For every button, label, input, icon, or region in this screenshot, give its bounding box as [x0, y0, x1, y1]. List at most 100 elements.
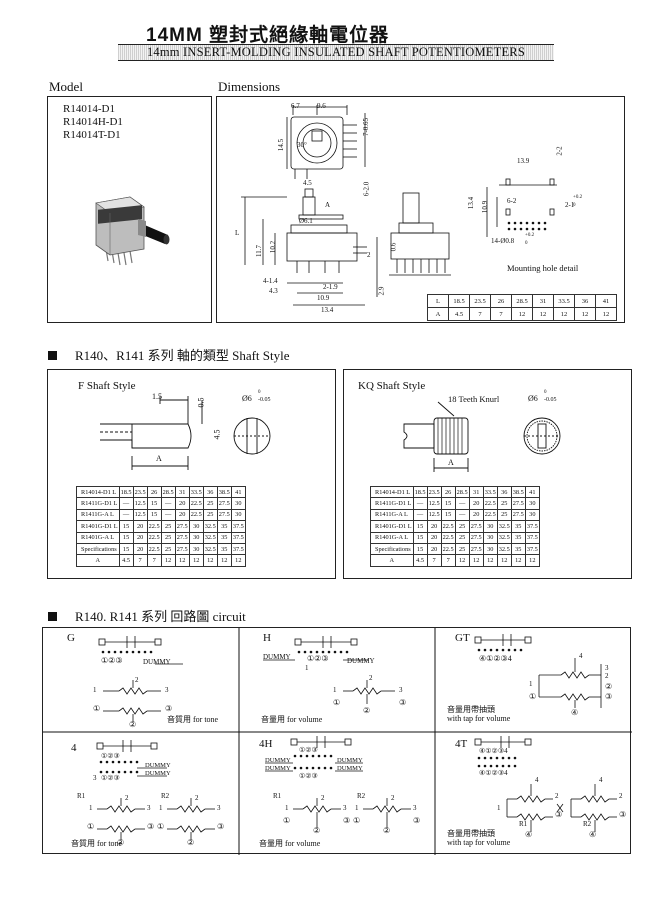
- table-cell: 7: [146, 554, 162, 567]
- pin-number: 3: [343, 804, 347, 812]
- table-cell: 23.5: [469, 294, 491, 308]
- dim-label: 13.9: [517, 157, 530, 165]
- dim-label: Ø6: [242, 394, 252, 403]
- dim-label: 1.5: [152, 392, 162, 401]
- table-cell: 37.5: [230, 542, 246, 556]
- pin-number: ①: [529, 692, 537, 701]
- pin-number: 4: [599, 776, 603, 784]
- pin-number: ③: [217, 822, 225, 831]
- table-cell: 20: [426, 531, 442, 544]
- table-cell: 26: [490, 294, 512, 308]
- table-cell: R1411G-A L: [76, 508, 120, 522]
- model-box: R14014-D1 R14014H-D1 R14014T-D1: [47, 96, 212, 323]
- pin-number: 2: [605, 672, 609, 680]
- dimensions-heading: Dimensions: [218, 79, 281, 94]
- table-cell: 33.5: [553, 294, 575, 308]
- pin-sequence: ①②③: [101, 656, 123, 665]
- bullet-square-icon: [48, 612, 57, 621]
- circuit-4t-pins: [477, 756, 517, 768]
- dim-label: -0.05: [258, 397, 271, 403]
- dim-label: 14-Ø0.8: [491, 237, 515, 245]
- shaft-kq-drawing: [403, 401, 561, 472]
- model-heading: Model: [49, 79, 83, 94]
- table-cell: 35: [510, 520, 526, 533]
- table-cell: 15: [118, 542, 134, 556]
- dim-label: -0.05: [544, 397, 557, 403]
- dim-label: 13.4: [467, 196, 476, 210]
- dim-label: 0: [573, 203, 576, 208]
- table-cell: 7: [490, 307, 512, 321]
- table-cell: 12: [174, 554, 190, 567]
- circuit-g: G ①②③ DUMMY 2 1 3 ① ③ ② 音質用 for tone: [43, 628, 239, 732]
- pin-number: 2: [321, 794, 325, 802]
- pin-number: ④: [589, 830, 597, 839]
- shaft-kq-title: KQ Shaft Style: [358, 380, 426, 392]
- table-cell: 25: [202, 497, 218, 510]
- pin-number: 1: [497, 804, 501, 812]
- table-cell: 30: [188, 531, 204, 544]
- pin-number: ②: [383, 826, 391, 835]
- circuit-4h-pins: [293, 754, 333, 770]
- pin-number: ②: [129, 720, 137, 729]
- pin-number: ①: [93, 704, 101, 713]
- table-cell: 23.5: [132, 485, 148, 499]
- table-cell: 41: [230, 485, 246, 499]
- table-cell: 15: [146, 508, 162, 522]
- dim-label: 14.5: [277, 138, 286, 152]
- table-cell: 15: [412, 531, 428, 544]
- pin-number: 3: [605, 664, 609, 672]
- circuit-section-heading: R140. R141 系列 回路圖 circuit: [48, 606, 246, 625]
- pin-number: 2: [125, 794, 129, 802]
- table-cell: R1401G-D1 L: [76, 520, 120, 533]
- table-cell: 36: [496, 485, 512, 499]
- table-cell: R1401G-A L: [370, 531, 414, 544]
- table-cell: 20: [132, 542, 148, 556]
- table-cell: 28.5: [160, 485, 176, 499]
- r1-label: R1: [77, 792, 86, 800]
- table-cell: 22.5: [440, 531, 456, 544]
- table-cell: 30: [482, 520, 498, 533]
- pin-number: ①: [333, 698, 341, 707]
- circuit-caption: with tap for volume: [447, 838, 511, 847]
- table-cell: 22.5: [146, 542, 162, 556]
- dim-label: 2-1: [565, 201, 575, 209]
- dim-label: 7-0.65: [362, 117, 371, 137]
- table-cell: 37.5: [230, 520, 246, 533]
- dim-label: 13.4: [321, 306, 334, 314]
- model-list: R14014-D1 R14014H-D1 R14014T-D1: [63, 103, 123, 142]
- dim-label: 6-2.0: [362, 181, 371, 197]
- table-cell: 26: [440, 485, 456, 499]
- table-cell: 28.5: [454, 485, 470, 499]
- dim-label: 2: [367, 251, 371, 259]
- table-cell: 7: [440, 554, 456, 567]
- table-cell: 12: [496, 554, 512, 567]
- table-cell: 32.5: [202, 520, 218, 533]
- shaft-section-heading: R140、R141 系列 軸的類型 Shaft Style: [48, 345, 290, 364]
- pin-number: ③: [413, 816, 421, 825]
- mounting-hole-label: Mounting hole detail: [507, 263, 579, 273]
- table-cell: 35: [510, 542, 526, 556]
- r1-label: R1: [519, 820, 528, 828]
- table-cell: —: [454, 508, 470, 522]
- table-cell: 18.5: [412, 485, 428, 499]
- table-cell: 27.5: [468, 520, 484, 533]
- circuit-gt: GT ④①②③4 4 3 2 1 ② ③ ① ④ 音量用帶抽頭 with tap…: [435, 628, 632, 732]
- circuit-h-diagram: [263, 636, 395, 704]
- pin-number: ③: [619, 810, 627, 819]
- table-cell: 36: [202, 485, 218, 499]
- circuit-g-pins: [101, 650, 153, 654]
- table-cell: 31: [468, 485, 484, 499]
- dim-label: 2.9: [377, 286, 386, 296]
- table-cell: R1401G-A L: [76, 531, 120, 544]
- pin-number: 2: [195, 794, 199, 802]
- table-cell: 20: [174, 508, 190, 522]
- table-cell: 32.5: [496, 542, 512, 556]
- r1-label: R1: [273, 792, 282, 800]
- pin-number: ②: [187, 838, 195, 847]
- circuit-h: H DUMMY ①②③ DUMMY 1 2 1 3 ① ③ ② 音量用 for …: [239, 628, 435, 732]
- shaft-f-box: F Shaft Style 1.5 0.5 Ø6 0 -0.05 4.5 A R…: [47, 369, 336, 579]
- dummy-label: DUMMY: [143, 658, 171, 666]
- table-cell: —: [160, 497, 176, 510]
